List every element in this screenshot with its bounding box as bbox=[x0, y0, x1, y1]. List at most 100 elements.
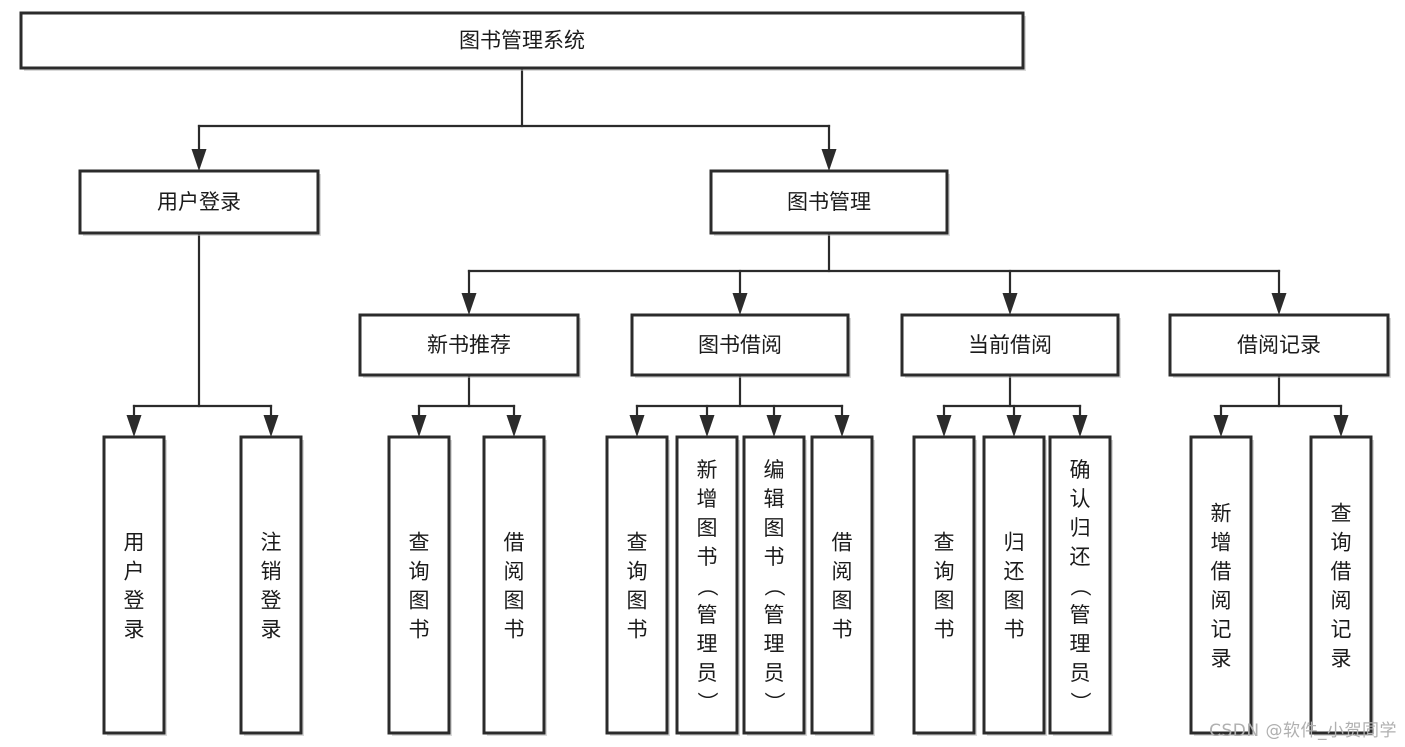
node-l2_2[interactable]: 当前借阅 bbox=[900, 313, 1121, 378]
node-label-char: 登 bbox=[261, 589, 282, 613]
node-label-char: ） bbox=[762, 692, 786, 713]
node-label-char: 录 bbox=[261, 618, 282, 642]
node-l2_0[interactable]: 新书推荐 bbox=[358, 313, 581, 378]
node-box[interactable] bbox=[912, 435, 976, 735]
node-box[interactable] bbox=[19, 11, 1025, 70]
node-label-char: 注 bbox=[261, 531, 282, 555]
node-layer: 图书管理系统用户登录图书管理新书推荐图书借阅当前借阅借阅记录用户登录注销登录查询… bbox=[19, 11, 1391, 736]
node-label-char: 录 bbox=[124, 618, 145, 642]
node-label-char: （ bbox=[1068, 576, 1092, 597]
node-box[interactable] bbox=[900, 313, 1120, 377]
node-label-char: 新 bbox=[1211, 502, 1232, 526]
arrow-head-icon bbox=[1213, 415, 1229, 437]
node-label-char: 书 bbox=[832, 618, 853, 642]
node-box[interactable] bbox=[239, 435, 303, 735]
node-label-char: 图 bbox=[934, 589, 955, 613]
arrow-head-icon bbox=[1333, 415, 1349, 437]
node-label-char: 询 bbox=[627, 560, 648, 584]
node-l1_1[interactable]: 图书管理 bbox=[709, 169, 950, 236]
node-root[interactable]: 图书管理系统 bbox=[19, 11, 1026, 71]
node-label-char: ） bbox=[1068, 692, 1092, 713]
arrow-head-icon bbox=[1072, 415, 1088, 437]
node-box[interactable] bbox=[675, 435, 739, 735]
node-label-char: 管 bbox=[764, 603, 785, 627]
node-label-char: 借 bbox=[504, 531, 525, 555]
node-l3_0[interactable]: 用户登录 bbox=[102, 435, 167, 736]
node-box[interactable] bbox=[387, 435, 451, 735]
node-label-char: 户 bbox=[124, 560, 145, 584]
node-label-char: 书 bbox=[764, 545, 785, 569]
arrow-head-icon bbox=[506, 415, 522, 437]
node-label: 当前借阅 bbox=[968, 333, 1052, 357]
node-label-char: 管 bbox=[697, 603, 718, 627]
node-label-char: 图 bbox=[697, 516, 718, 540]
node-label-char: 图 bbox=[504, 589, 525, 613]
node-label-char: 登 bbox=[124, 589, 145, 613]
arrow-head-icon bbox=[263, 415, 279, 437]
arrow-head-icon bbox=[1006, 415, 1022, 437]
node-box[interactable] bbox=[605, 435, 669, 735]
node-label-char: 员 bbox=[1070, 661, 1091, 685]
node-label-char: 员 bbox=[764, 661, 785, 685]
node-box[interactable] bbox=[982, 435, 1046, 735]
node-label-char: 还 bbox=[1004, 560, 1025, 584]
node-label: 借阅记录 bbox=[1237, 333, 1321, 357]
node-box[interactable] bbox=[1168, 313, 1390, 377]
node-box[interactable] bbox=[810, 435, 874, 735]
node-label-char: 阅 bbox=[1211, 589, 1232, 613]
node-label-char: 阅 bbox=[832, 560, 853, 584]
arrow-head-icon bbox=[191, 149, 207, 171]
connector-layer bbox=[126, 66, 1349, 437]
node-box[interactable] bbox=[102, 435, 166, 735]
node-label-char: 录 bbox=[1211, 647, 1232, 671]
node-label: 新书推荐 bbox=[427, 333, 511, 357]
arrow-head-icon bbox=[1002, 293, 1018, 315]
node-label-char: 记 bbox=[1211, 618, 1232, 642]
node-box[interactable] bbox=[358, 313, 580, 377]
node-box[interactable] bbox=[78, 169, 320, 235]
node-label-char: 查 bbox=[409, 531, 430, 555]
node-label-char: 理 bbox=[764, 632, 785, 656]
arrow-head-icon bbox=[821, 149, 837, 171]
node-box[interactable] bbox=[1189, 435, 1253, 735]
node-label-char: 阅 bbox=[1331, 589, 1352, 613]
node-label-char: 借 bbox=[1331, 560, 1352, 584]
node-l2_1[interactable]: 图书借阅 bbox=[630, 313, 851, 378]
node-label-char: 员 bbox=[697, 661, 718, 685]
node-label-char: 书 bbox=[1004, 618, 1025, 642]
node-l2_3[interactable]: 借阅记录 bbox=[1168, 313, 1391, 378]
node-label-char: 询 bbox=[409, 560, 430, 584]
node-box[interactable] bbox=[1048, 435, 1112, 735]
node-box[interactable] bbox=[742, 435, 806, 735]
node-box[interactable] bbox=[709, 169, 949, 235]
node-box[interactable] bbox=[630, 313, 850, 377]
node-label-char: 询 bbox=[934, 560, 955, 584]
node-label-char: （ bbox=[695, 576, 719, 597]
node-label-char: 图 bbox=[1004, 589, 1025, 613]
node-label-char: 理 bbox=[697, 632, 718, 656]
node-label: 图书管理系统 bbox=[459, 29, 585, 53]
node-label-char: 增 bbox=[1211, 531, 1232, 555]
node-label-char: 编 bbox=[764, 458, 785, 482]
node-l1_0[interactable]: 用户登录 bbox=[78, 169, 321, 236]
node-label-char: 归 bbox=[1004, 531, 1025, 555]
node-label-char: 辑 bbox=[764, 487, 785, 511]
arrow-head-icon bbox=[834, 415, 850, 437]
arrow-head-icon bbox=[936, 415, 952, 437]
node-box[interactable] bbox=[482, 435, 546, 735]
node-label-char: 图 bbox=[409, 589, 430, 613]
node-box[interactable] bbox=[1309, 435, 1373, 735]
